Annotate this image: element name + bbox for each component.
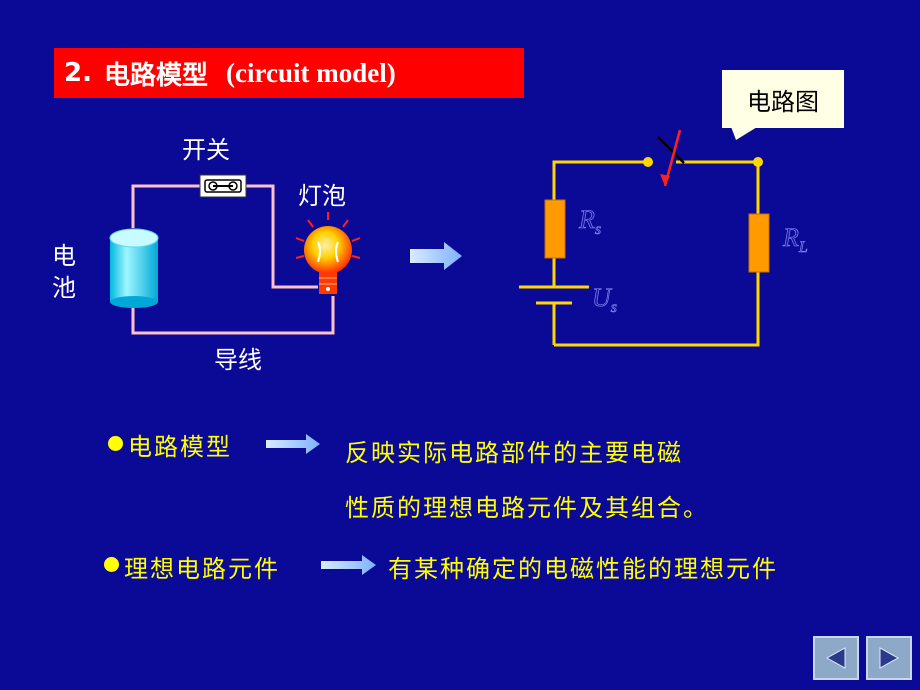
diagram-wires (552, 160, 760, 347)
bullet-1-term: 电路模型 (128, 433, 232, 461)
wire-label: 导线 (214, 346, 262, 374)
bullet-dot (104, 557, 119, 572)
bullet-arrow-icon (321, 555, 376, 575)
bullet-2-definition: 有某种确定的电磁性能的理想元件 (388, 555, 778, 583)
switch-symbol (643, 129, 763, 187)
prev-slide-button[interactable] (813, 636, 859, 680)
bulb-label: 灯泡 (298, 182, 346, 210)
battery-label-bottom: 池 (52, 274, 76, 302)
bullet-dot (108, 436, 123, 451)
physical-wires (131, 184, 335, 335)
callout-pointer (730, 124, 762, 140)
bulb-icon (295, 212, 361, 294)
next-slide-button[interactable] (866, 636, 912, 680)
bullet-1-definition-line2: 性质的理想电路元件及其组合。 (345, 494, 709, 522)
triangle-left-icon (825, 647, 846, 669)
bullet-2-term: 理想电路元件 (124, 555, 280, 583)
circuit-diagram-callout: 电路图 (722, 70, 844, 128)
resistor-rl (748, 213, 770, 273)
triangle-right-icon (879, 647, 900, 669)
us-label: Us (592, 283, 617, 316)
title-chinese: 电路模型 (103, 60, 208, 91)
switch-icon (199, 174, 247, 198)
switch-label: 开关 (182, 136, 230, 164)
title-number: 2. (64, 58, 92, 88)
rs-label: Rs (578, 205, 601, 238)
conversion-arrow-icon (410, 242, 462, 270)
voltage-source-symbol (519, 285, 589, 305)
resistor-rs (544, 199, 566, 259)
battery-label-top: 电 (52, 242, 76, 270)
bullet-arrow-icon (266, 434, 320, 454)
title-english: (circuit model) (225, 57, 396, 88)
rl-label: RL (782, 223, 808, 256)
battery-icon (109, 228, 159, 308)
bullet-1-definition-line1: 反映实际电路部件的主要电磁 (345, 439, 683, 467)
slide-title: 2. 电路模型 (circuit model) (54, 48, 524, 98)
